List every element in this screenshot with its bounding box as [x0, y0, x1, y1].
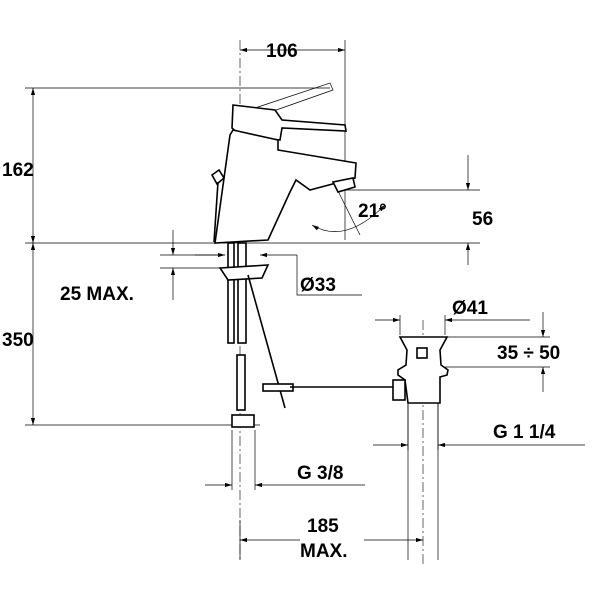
dim-162: 162	[2, 160, 34, 181]
dim-diameter-33: Ø33	[300, 275, 336, 296]
mixer-tap	[210, 82, 395, 428]
dim-diameter-41: Ø41	[452, 298, 488, 319]
pop-up-knob	[210, 168, 226, 186]
rod-clamp	[262, 383, 294, 392]
supply-hose-right	[237, 242, 247, 344]
supply-hose-left	[227, 242, 235, 344]
dim-185-max: MAX.	[300, 541, 348, 562]
dimension-lines	[30, 47, 585, 488]
dim-25-max: 25 MAX.	[60, 284, 134, 305]
lever-raised-outline	[254, 82, 334, 116]
dim-350: 350	[2, 330, 34, 351]
pop-up-drain	[392, 336, 449, 560]
mounting-nut	[218, 264, 270, 281]
dim-g-3-8: G 3/8	[297, 463, 343, 484]
dim-g-1-1-4: G 1 1/4	[493, 422, 556, 443]
aerator	[331, 177, 356, 193]
dim-angle-21: 21°	[358, 201, 387, 222]
dim-56: 56	[472, 209, 493, 230]
hose-nut	[231, 414, 255, 428]
dim-185: 185	[307, 516, 339, 537]
mixer-body	[214, 129, 357, 244]
dim-106: 106	[266, 41, 298, 62]
linkage-nut	[392, 379, 406, 401]
dim-35-50: 35 ÷ 50	[497, 343, 560, 364]
